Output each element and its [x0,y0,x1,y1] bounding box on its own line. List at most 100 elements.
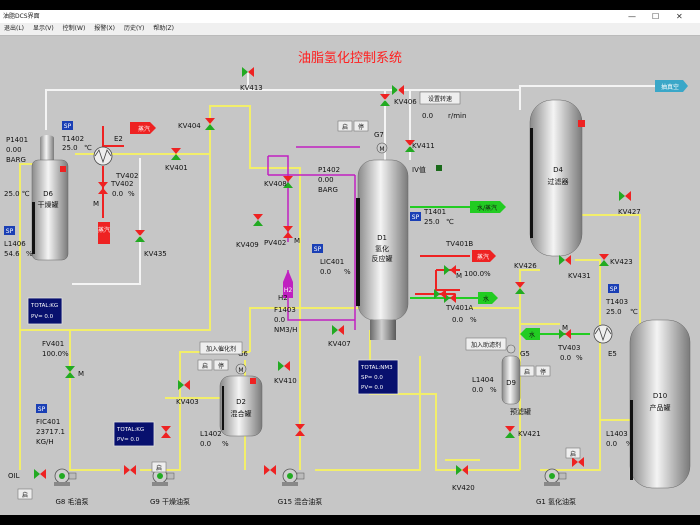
start-button-g8[interactable]: 启 [17,488,33,500]
valve-d2-drain[interactable] [295,424,305,436]
reading-tv401a[interactable]: 0.0 % [452,316,477,324]
maximize-icon[interactable]: ☐ [652,12,660,21]
exchanger-e5[interactable]: E5 [593,324,617,358]
valve-pv402[interactable] [283,226,293,238]
sp-badge-fic401[interactable]: SP [36,404,47,413]
vessel-d1[interactable]: D1 氢化 反应罐 M [356,142,409,340]
svg-text:水: 水 [483,295,489,303]
reading-f1403[interactable]: F1403 0.0 NM3/H [274,306,297,334]
valve-kv435[interactable] [135,230,145,242]
vessel-d4[interactable]: D4 过滤器 [529,99,585,257]
sp-badge-t1401[interactable]: SP [410,212,421,221]
valve-kv421[interactable] [505,426,515,438]
reading-speed[interactable]: 0.0 r/min [422,112,466,120]
svg-text:F1403: F1403 [274,306,296,314]
stop-button-d9[interactable]: 停 [535,365,551,377]
minimize-icon[interactable]: — [628,12,636,21]
svg-text:L1403: L1403 [606,430,628,438]
kv403-tag: KV403 [176,398,199,406]
exchanger-e2[interactable]: E2 [93,135,123,166]
total-nm3-panel[interactable]: TOTAL:NM3 SP= 0.0 PV= 0.0 [357,359,399,395]
valve-fv401[interactable] [65,366,75,378]
valve-kv420[interactable] [456,465,468,475]
sp-badge-l1406[interactable]: SP [4,226,15,235]
valve-kv407[interactable] [332,325,344,335]
stop-button-d2[interactable]: 停 [213,359,229,371]
reading-fv401[interactable]: 100.0 % [42,350,69,358]
pump-g15[interactable] [281,468,305,487]
pump-g8[interactable] [53,468,77,487]
reading-p1401[interactable]: P1401 0.00 BARG [6,136,28,164]
sp-badge-t1402[interactable]: SP [62,121,73,130]
start-button-d9[interactable]: 启 [519,365,535,377]
menu-history[interactable]: 历史(Y) [123,25,145,32]
pump-g1[interactable] [543,468,567,487]
start-button-d2[interactable]: 启 [197,359,213,371]
reading-t1403[interactable]: T1403 25.0 ℃ [605,298,638,316]
svg-text:TOTAL:NM3: TOTAL:NM3 [360,365,393,371]
stop-button-kv404[interactable]: 停 [353,120,369,132]
sp-badge-t1403[interactable]: SP [608,284,619,293]
reading-d6-temp[interactable]: 25.0 ℃ [4,190,30,198]
valve-kv426[interactable] [515,282,525,294]
dcs-window: 油脂DCS界面 — ☐ ✕ 退出(L) 显示(V) 控制(W) 报警(X) 历史… [0,10,700,515]
valve-g9-outlet[interactable] [124,465,136,475]
svg-text:启: 启 [156,464,162,472]
valve-oil-inlet[interactable] [34,469,46,479]
menu-control[interactable]: 控制(W) [62,25,86,32]
reading-fic401[interactable]: FIC401 23717.1 KG/H [36,418,65,446]
valve-d1-top[interactable] [392,85,404,95]
reading-l1406[interactable]: L1406 54.6 % [4,240,33,258]
reading-tv403[interactable]: 0.0 % [560,354,583,362]
reading-p1402[interactable]: P1402 0.00 BARG [318,166,340,194]
reading-iv[interactable]: IV值 [412,165,426,174]
reading-t1402[interactable]: T1402 25.0 ℃ [61,135,92,152]
vessel-d9[interactable]: D9 [501,344,521,405]
valve-d2-outlet[interactable] [264,465,276,475]
vessel-d6[interactable]: D6 干燥罐 [31,135,69,261]
valve-tv401b[interactable] [444,265,456,275]
reading-l1402[interactable]: L1402 0.0 % [200,430,229,448]
kv408-tag: KV408 [264,180,287,188]
add-filter-aid-button[interactable]: 加入助滤剂 [465,337,507,351]
vessel-d10[interactable]: D10 产品罐 [629,319,691,489]
total-kg-panel-2[interactable]: TOTAL:KG PV= 0.0 [113,421,155,447]
valve-g1-outlet[interactable] [572,457,584,467]
valve-tv402[interactable] [98,182,108,194]
svg-text:TOTAL:KG: TOTAL:KG [30,303,58,309]
vessel-d2[interactable]: D2 混合罐 M [219,363,263,437]
menu-alarm[interactable]: 报警(X) [94,25,116,32]
menu-view[interactable]: 显示(V) [32,25,54,32]
reading-l1403[interactable]: L1403 0.0 % [606,430,633,448]
menu-help[interactable]: 帮助(Z) [153,25,175,32]
valve-kv406[interactable] [380,94,390,106]
valve-kv431[interactable] [559,255,571,265]
valve-kv427[interactable] [619,191,631,201]
close-icon[interactable]: ✕ [676,12,683,21]
set-speed-button[interactable]: 设置转速 [419,91,461,105]
reading-lic401[interactable]: LIC401 0.0 % [320,258,351,276]
svg-text:25.0: 25.0 [424,218,440,226]
svg-text:蒸汽: 蒸汽 [138,125,150,133]
tv401a-tag: TV401A [445,304,473,312]
add-catalyst-button[interactable]: 加入催化剂 [199,341,243,355]
start-button-kv404[interactable]: 启 [337,120,353,132]
valve-g9-drain[interactable] [161,426,171,438]
sp-badge-lic401[interactable]: SP [312,244,323,253]
svg-text:%: % [344,268,351,276]
reading-l1404[interactable]: L1404 0.0 % [472,376,497,394]
start-button-g9[interactable]: 启 [151,461,167,473]
svg-text:LIC401: LIC401 [320,258,344,266]
total-kg-panel-1[interactable]: TOTAL:KG PV= 0.0 [27,297,63,325]
valve-kv404[interactable] [205,118,215,130]
reading-tv401b[interactable]: 100.0 % [464,270,491,278]
g1-label: G1 氢化油泵 [536,497,576,506]
valve-kv410[interactable] [278,361,290,371]
valve-kv409[interactable] [253,214,263,226]
reading-tv402[interactable]: 0.0 % [112,190,135,198]
svg-text:L1404: L1404 [472,376,494,384]
reading-t1401[interactable]: T1401 25.0 ℃ [423,208,454,226]
start-button-g1[interactable]: 启 [565,447,581,459]
kv410-tag: KV410 [274,377,297,385]
menu-exit[interactable]: 退出(L) [4,25,25,32]
